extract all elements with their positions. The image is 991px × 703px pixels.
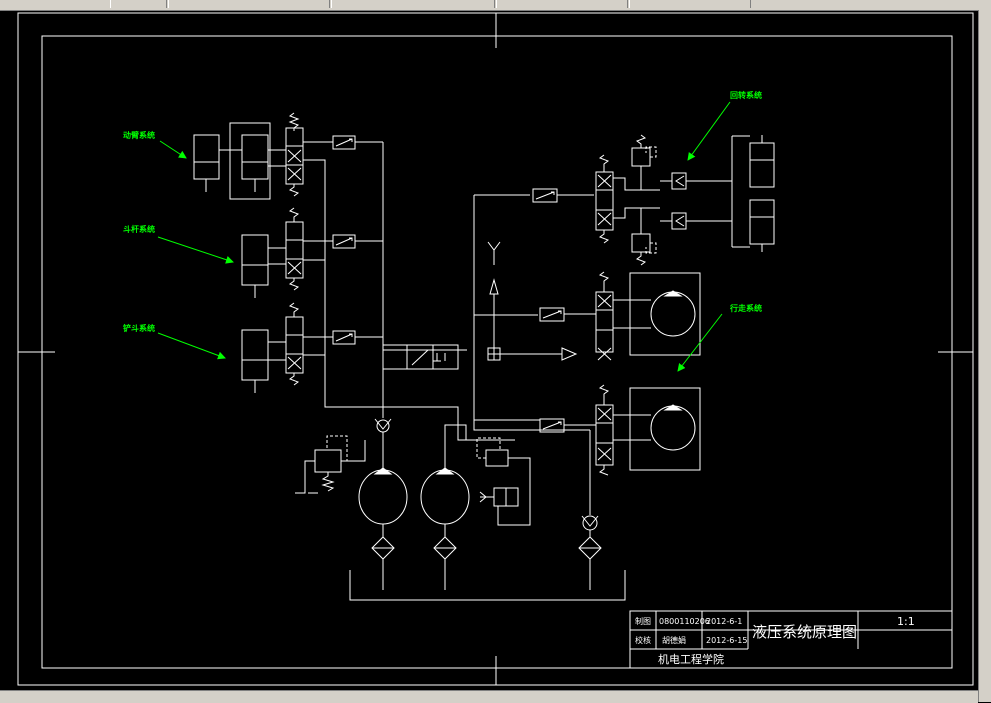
control-valve-block (382, 344, 459, 370)
sequence-valve-middle (476, 437, 531, 526)
title-checked-label: 校核 (635, 635, 651, 645)
bucket-cylinder (241, 329, 269, 393)
directional-valves-left (268, 112, 304, 386)
directional-valves-right (595, 154, 614, 476)
arm-cylinder (241, 234, 269, 298)
toolbar-segment[interactable] (331, 0, 495, 8)
supply-lines-right (473, 194, 590, 431)
pump-group-left (295, 350, 515, 590)
label-arm-system: 斗杆系统 (123, 224, 155, 234)
throttle-valves-left (303, 135, 486, 441)
title-block (629, 610, 953, 669)
drawing-title: 液压系统原理图 (752, 623, 857, 641)
vertical-scrollbar[interactable] (978, 10, 991, 702)
throttle-valves-right (532, 188, 596, 433)
hydraulic-schematic-drawing: 动臂系统 斗杆系统 铲斗系统 回转系统 行走系统 制图 0800110206 2… (17, 12, 974, 686)
drawing-frame (17, 12, 974, 686)
toolbar-segment[interactable] (168, 0, 330, 8)
toolbar-segment[interactable] (629, 0, 751, 8)
title-checked-date: 2012-6-15 (706, 636, 747, 645)
toolbar-segment[interactable] (110, 0, 167, 8)
label-boom-system: 动臂系统 (123, 130, 155, 140)
label-slewing-system: 回转系统 (730, 90, 762, 100)
label-travel-system: 行走系统 (729, 303, 762, 313)
toolbar-segment[interactable] (496, 0, 628, 8)
slewing-circuit (613, 134, 775, 266)
title-drawn-label: 制图 (635, 616, 651, 626)
title-drawn-date: 2012-6-1 (706, 617, 742, 626)
title-scale: 1:1 (897, 615, 915, 628)
oil-tank (349, 570, 626, 601)
title-drawn-id: 0800110206 (659, 617, 710, 626)
pump-group-right (578, 515, 602, 590)
direction-symbols (487, 241, 578, 361)
label-bucket-system: 铲斗系统 (123, 323, 155, 333)
system-labels (157, 101, 731, 372)
title-checked-name: 胡德娟 (662, 635, 686, 645)
title-school: 机电工程学院 (658, 652, 724, 666)
toolbar-strip (0, 0, 991, 11)
boom-cylinders (193, 122, 271, 200)
horizontal-scrollbar[interactable] (0, 690, 978, 703)
travel-motors (613, 272, 701, 471)
